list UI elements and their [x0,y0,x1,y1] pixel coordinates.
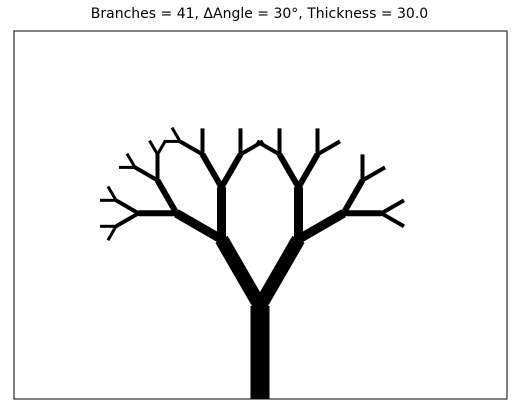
branch-segment-level-4 [114,211,140,229]
branch-segment-level-4 [316,139,342,157]
branch-segment-level-4 [380,211,406,229]
branch-segment-level-5 [148,139,159,156]
branch-segment-level-4 [380,198,406,216]
branch-segment-level-3 [218,152,244,189]
branch-segment-level-1 [215,235,267,310]
branch-segment-level-3 [340,178,366,215]
branch-segment-level-5 [106,185,118,202]
branch-segment-level-3 [199,152,225,189]
branch-segment-level-3 [276,152,302,189]
branch-segment-level-3 [295,152,321,189]
branch-segment-level-4 [133,165,159,183]
branch-segment-level-4 [255,139,281,157]
chart-title: Branches = 41, ΔAngle = 30°, Thickness =… [90,6,429,22]
branch-segment-level-4 [178,139,204,157]
branch-segment-level-5 [170,126,182,143]
branch-segment-level-2 [174,209,224,244]
branch-segment-level-5 [106,225,118,241]
fractal-tree [100,126,406,399]
branch-segment-level-1 [253,235,305,310]
branch-segment-level-5 [156,139,167,156]
branch-segment-level-4 [114,198,140,216]
branch-segment-level-3 [154,178,180,215]
branch-segment-level-4 [361,165,387,183]
branch-segment-level-2 [296,209,346,244]
branch-segment-level-5 [125,152,137,169]
